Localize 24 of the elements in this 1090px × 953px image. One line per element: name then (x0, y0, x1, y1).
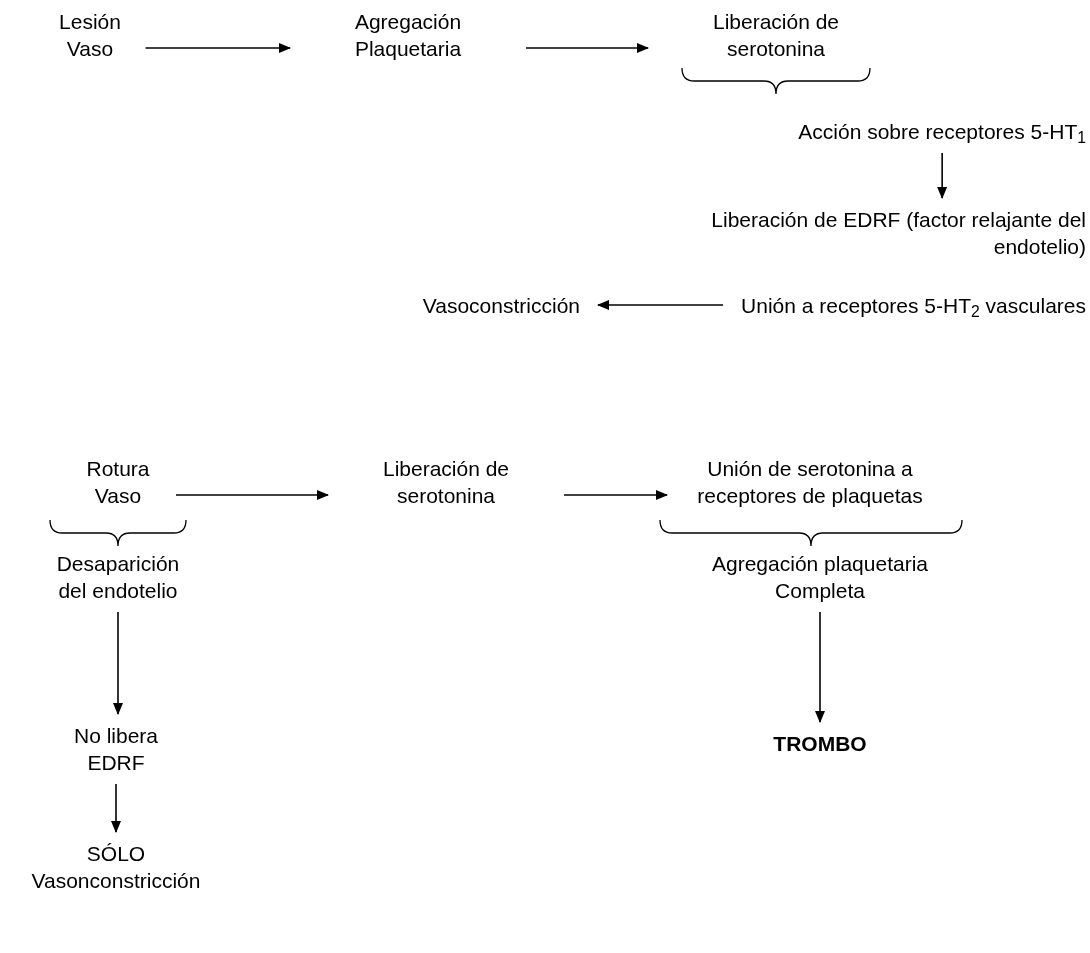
flow-text: Liberación de serotonina (346, 455, 546, 509)
flow-text: Liberación de EDRF (factor relajante del endotelio) (711, 206, 1086, 260)
arrow (111, 783, 121, 833)
arrow (815, 611, 825, 723)
flow-text: Liberación de serotonina (666, 8, 886, 62)
flow-text: SÓLO Vasonconstricción (16, 840, 216, 894)
flow-text: Desaparición del endotelio (48, 550, 188, 604)
flow-text: Vasoconstricción (422, 292, 580, 319)
flow-text: Unión de serotonina a receptores de plaquetas (685, 455, 935, 509)
flow-text: Acción sobre receptores 5-HT$_{1}$ (798, 118, 1086, 145)
flow-text: Unión a receptores 5-HT$_{2}$ vasculares (741, 292, 1086, 319)
arrow (525, 43, 649, 53)
flow-text: Lesión Vaso (52, 8, 128, 62)
arrow (144, 43, 291, 53)
arrow (175, 490, 329, 500)
flow-text: Agregación plaquetaria Completa (680, 550, 960, 604)
arrow (113, 611, 123, 715)
flow-text: No libera EDRF (63, 722, 169, 776)
flow-text: Rotura Vaso (78, 455, 158, 509)
flow-text: Agregación Plaquetaria (308, 8, 508, 62)
arrow (597, 300, 724, 310)
arrow (563, 490, 668, 500)
arrow (937, 152, 948, 199)
flow-text: TROMBO (773, 730, 867, 757)
